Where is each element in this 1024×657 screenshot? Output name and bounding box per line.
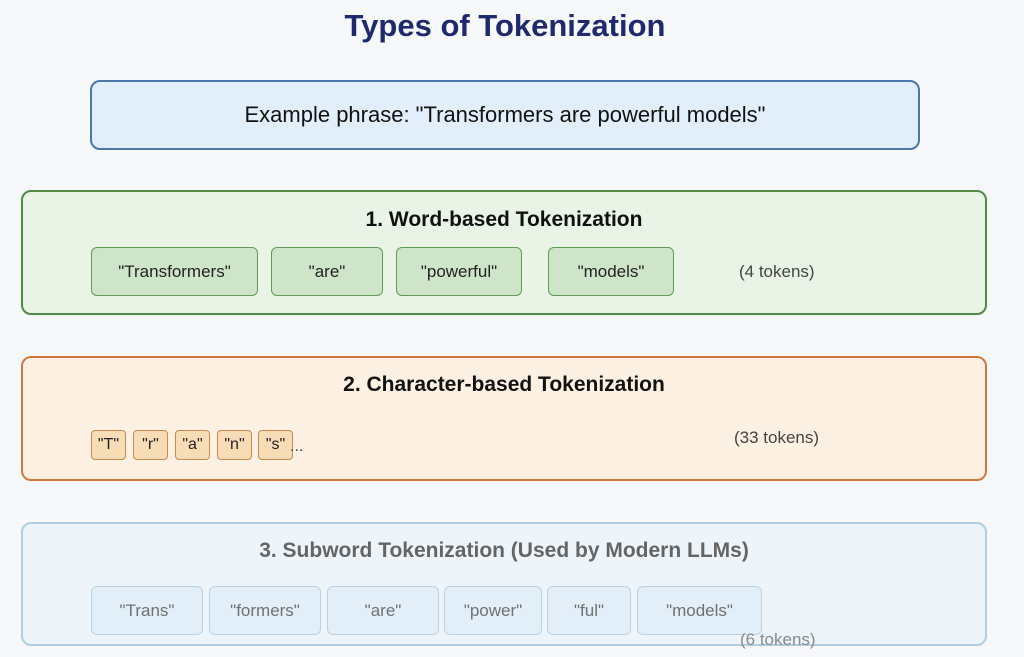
char-token: "s": [258, 430, 293, 460]
char-token: "n": [217, 430, 252, 460]
section-heading: 2. Character-based Tokenization: [343, 373, 665, 396]
example-phrase-box: Example phrase: "Transformers are powerf…: [90, 80, 920, 150]
ellipsis: ...: [290, 438, 304, 455]
word-based-section: 1. Word-based Tokenization "Transformers…: [21, 190, 987, 315]
char-token: "r": [133, 430, 168, 460]
subword-token: "ful": [547, 586, 631, 635]
subword-token: "power": [444, 586, 542, 635]
example-phrase-text: Example phrase: "Transformers are powerf…: [244, 102, 766, 127]
diagram-title: Types of Tokenization: [344, 8, 666, 43]
word-token: "models": [548, 247, 674, 296]
char-token: "T": [91, 430, 126, 460]
token-count: (33 tokens): [734, 428, 820, 447]
subword-token: "formers": [209, 586, 321, 635]
subword-token: "are": [327, 586, 439, 635]
subword-section: 3. Subword Tokenization (Used by Modern …: [21, 522, 987, 649]
char-token: "a": [175, 430, 210, 460]
token-count: (6 tokens): [740, 630, 816, 649]
subword-token: "Trans": [91, 586, 203, 635]
token-count: (4 tokens): [739, 262, 815, 281]
word-token: "powerful": [396, 247, 522, 296]
section-heading: 3. Subword Tokenization (Used by Modern …: [259, 539, 749, 562]
word-token: "Transformers": [91, 247, 258, 296]
section-heading: 1. Word-based Tokenization: [365, 208, 643, 231]
word-token: "are": [271, 247, 383, 296]
subword-token: "models": [637, 586, 762, 635]
character-based-section: 2. Character-based Tokenization "T" "r" …: [21, 356, 987, 481]
